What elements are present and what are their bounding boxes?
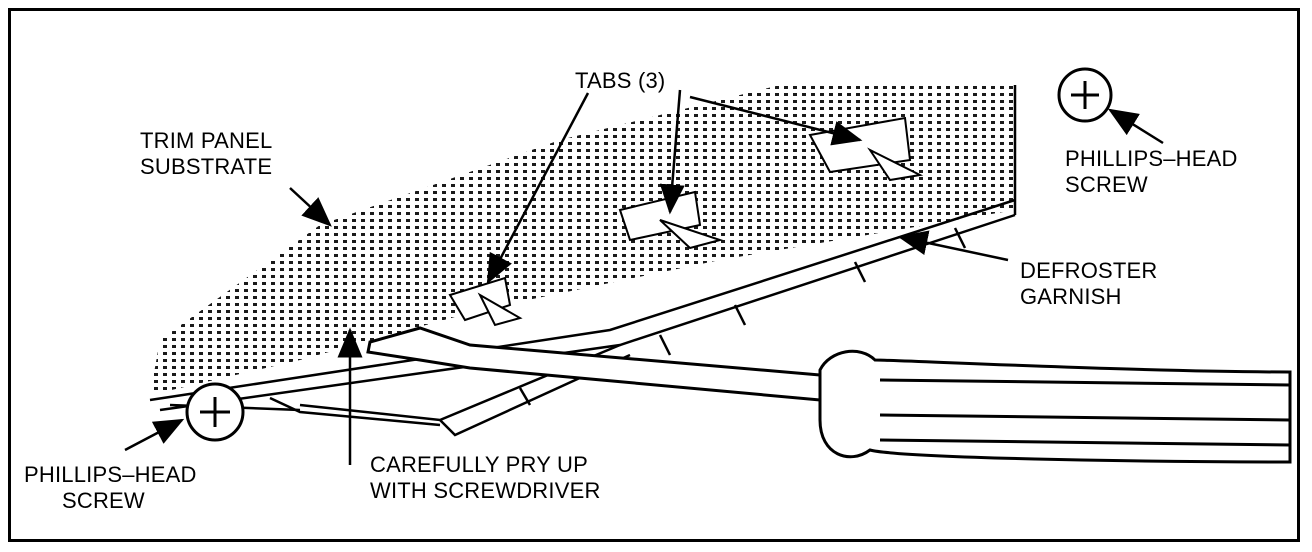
label-defroster-garnish: DEFROSTER GARNISH: [1020, 258, 1158, 309]
phillips-screw-right: [1057, 67, 1113, 123]
screwdriver: [366, 326, 1292, 464]
phillips-screw-left: [185, 382, 245, 442]
label-phillips-head-screw-left: PHILLIPS–HEAD SCREW: [24, 462, 197, 513]
label-carefully-pry-up: CAREFULLY PRY UP WITH SCREWDRIVER: [370, 452, 601, 503]
trim-panel-substrate: [150, 85, 1015, 395]
leader-arrows: [124, 89, 1164, 465]
label-trim-panel-substrate: TRIM PANEL SUBSTRATE: [140, 128, 273, 179]
label-phillips-head-screw-right: PHILLIPS–HEAD SCREW: [1065, 146, 1238, 197]
label-tabs: TABS (3): [575, 68, 666, 93]
